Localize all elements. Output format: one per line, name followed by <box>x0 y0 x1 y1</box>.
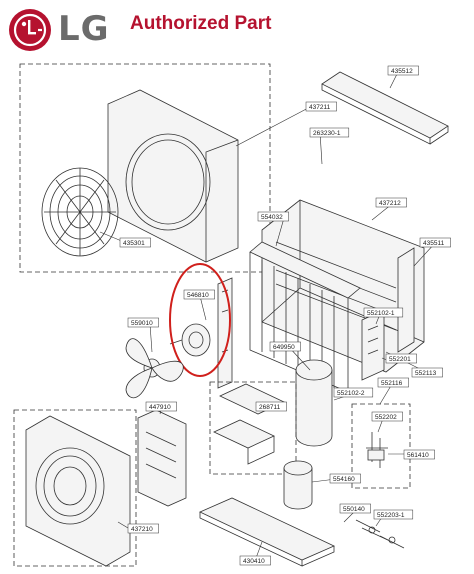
callout-text: 561410 <box>407 452 429 459</box>
base-pan-part <box>199 497 335 567</box>
barrier-panel-part <box>137 409 187 507</box>
callout-box <box>127 523 159 534</box>
callout-box <box>119 237 151 248</box>
callout-text: 552116 <box>381 380 403 387</box>
callout-text: 437212 <box>379 200 401 207</box>
callout-box <box>363 307 404 318</box>
callout-box <box>183 289 215 300</box>
callout-554160: 554160 <box>329 473 361 484</box>
callout-435511: 435511 <box>419 237 451 248</box>
callout-text: 550140 <box>343 506 365 513</box>
callout-text: 552102-1 <box>367 310 395 317</box>
callout-430410: 430410 <box>239 555 271 566</box>
callout-text: 435511 <box>423 240 445 247</box>
callout-box <box>339 503 371 514</box>
callout-text: 263230-1 <box>313 130 341 137</box>
callout-268711: 268711 <box>255 401 287 412</box>
callout-box <box>305 101 337 112</box>
callout-text: 437211 <box>309 104 331 111</box>
callout-box <box>333 387 374 398</box>
callout-text: 437210 <box>131 526 153 533</box>
group-outline-right <box>351 403 411 489</box>
callout-box <box>309 127 350 138</box>
callout-box <box>145 401 177 412</box>
group-outline-left <box>13 409 137 567</box>
callout-text: 430410 <box>243 558 265 565</box>
lg-face-logo-icon <box>9 9 51 51</box>
callout-box <box>375 197 407 208</box>
pcb-assembly-part <box>213 383 285 465</box>
rear-cabinet-part <box>107 89 239 263</box>
callout-text: 552102-2 <box>337 390 365 397</box>
brand-wordmark: LG <box>58 9 110 49</box>
front-cabinet-part <box>25 415 131 567</box>
callout-box <box>269 341 301 352</box>
callout-box <box>329 473 361 484</box>
callout-box <box>257 211 289 222</box>
authorized-part-title: Authorized Part <box>130 13 272 34</box>
callout-box <box>403 449 435 460</box>
callout-box <box>377 377 409 388</box>
exploded-parts-diagram: 435512 437211 263230-1 435301 554032 437212 43… <box>13 63 451 567</box>
callout-552202: 552202 <box>371 411 403 422</box>
highlight-circle-fan-motor <box>169 263 231 377</box>
callout-text: 649950 <box>273 344 295 351</box>
callout-text: 552202 <box>375 414 397 421</box>
callout-552203-1: 552203-1 <box>373 509 414 520</box>
fan-grille-part <box>41 167 119 257</box>
callout-box <box>255 401 287 412</box>
callout-box <box>385 353 417 364</box>
control-box-part <box>361 309 385 381</box>
callout-546810: 546810 <box>183 289 215 300</box>
callout-box <box>387 65 419 76</box>
callout-552102-1: 552102-1 <box>363 307 404 318</box>
callout-435512: 435512 <box>387 65 419 76</box>
callout-box <box>239 555 271 566</box>
callout-447910: 447910 <box>145 401 177 412</box>
callout-text: 447910 <box>149 404 171 411</box>
callout-box <box>419 237 451 248</box>
callout-text: 554160 <box>333 476 355 483</box>
compressor-part <box>295 359 333 447</box>
callout-box <box>411 367 443 378</box>
accumulator-part <box>283 460 313 510</box>
callout-552116: 552116 <box>377 377 409 388</box>
callout-435301: 435301 <box>119 237 151 248</box>
callout-box <box>371 411 403 422</box>
callout-649950: 649950 <box>269 341 301 352</box>
callout-text: 435301 <box>123 240 145 247</box>
service-valve-part <box>366 432 388 468</box>
callout-552102-2: 552102-2 <box>333 387 374 398</box>
callout-263230: 263230-1 <box>309 127 350 138</box>
propeller-fan-part <box>125 338 184 399</box>
callout-559010: 559010 <box>127 317 159 328</box>
callout-text: 546810 <box>187 292 209 299</box>
callout-box <box>127 317 159 328</box>
pipe-fittings-part <box>355 519 405 549</box>
header: LG Authorized Part <box>0 0 474 56</box>
callout-550140: 550140 <box>339 503 371 514</box>
callout-text: 552113 <box>415 370 437 377</box>
callout-box <box>373 509 414 520</box>
callout-labels: 435512 437211 263230-1 435301 554032 437212 43… <box>119 65 451 566</box>
side-panel-part <box>397 247 415 353</box>
callout-554032: 554032 <box>257 211 289 222</box>
callout-437211: 437211 <box>305 101 337 112</box>
callout-437212: 437212 <box>375 197 407 208</box>
callout-text: 559010 <box>131 320 153 327</box>
callout-552113: 552113 <box>411 367 443 378</box>
callout-text: 554032 <box>261 214 283 221</box>
callout-text: 435512 <box>391 68 413 75</box>
callout-text: 552203-1 <box>377 512 405 519</box>
callout-552201: 552201 <box>385 353 417 364</box>
callout-561410: 561410 <box>403 449 435 460</box>
callout-437210: 437210 <box>127 523 159 534</box>
callout-text: 552201 <box>389 356 411 363</box>
top-cover-part <box>321 71 449 145</box>
callout-text: 268711 <box>259 404 281 411</box>
